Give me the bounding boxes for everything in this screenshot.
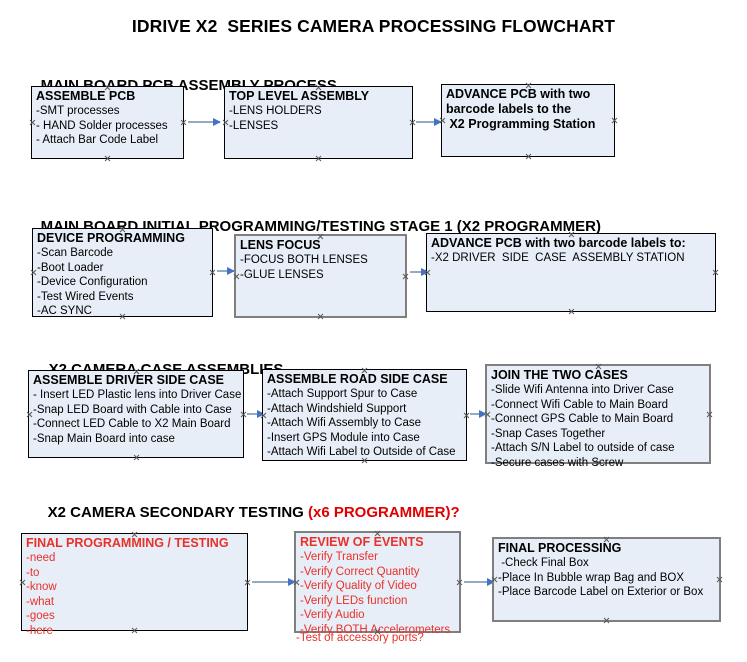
box-title: ADVANCE PCB with two barcode labels to: (431, 236, 686, 250)
box-line: -need (26, 552, 56, 564)
connection-handle-bottom (525, 153, 532, 160)
box-line: - Insert LED Plastic lens into Driver Ca… (33, 389, 242, 401)
box-line: -here (26, 624, 53, 637)
box-line: -Verify LEDs function (300, 594, 408, 607)
box-top-level-assembly[interactable]: TOP LEVEL ASSEMBLY -LENS HOLDERS -LENSES (224, 86, 413, 159)
box-line: -Verify Transfer (300, 551, 378, 563)
box-device-programming[interactable]: DEVICE PROGRAMMING -Scan Barcode -Boot L… (32, 228, 213, 317)
arrow-driver-case-to-road-case (247, 410, 265, 418)
box-line: -Scan Barcode (37, 247, 114, 259)
box-title: REVIEW OF EVENTS (300, 535, 424, 549)
box-review-of-events[interactable]: REVIEW OF EVENTS -Verify Transfer -Verif… (293, 531, 461, 636)
box-line: - Attach Bar Code Label (36, 134, 159, 146)
arrow-assemble-pcb-to-top-level (188, 118, 221, 126)
arrow-device-programming-to-lens-focus (217, 267, 235, 275)
connection-handle-left (222, 119, 229, 126)
box-line: -FOCUS BOTH LENSES (240, 254, 368, 266)
connection-handle-bottom (603, 617, 610, 624)
box-line: -Device Configuration (37, 276, 148, 288)
connection-handle-left (29, 119, 36, 126)
box-line: -Snap LED Board with Cable into Case (33, 403, 232, 416)
box-line: -what (26, 595, 55, 608)
box-assemble-driver-side-case[interactable]: ASSEMBLE DRIVER SIDE CASE - Insert LED P… (28, 370, 244, 458)
box-final-programming-testing[interactable]: FINAL PROGRAMMING / TESTING -need -to -k… (19, 533, 248, 637)
connection-handle-left (484, 411, 491, 418)
box-line: -Attach Windshield Support (267, 402, 407, 415)
box-line: -know (26, 581, 57, 593)
box-join-the-two-cases[interactable]: JOIN THE TWO CASES -Slide Wifi Antenna i… (484, 364, 711, 469)
box-title: ASSEMBLE DRIVER SIDE CASE (33, 373, 225, 387)
connection-handle-left (19, 579, 26, 586)
box-line: -Snap Cases Together (491, 427, 606, 440)
box-line: -Place In Bubble wrap Bag and BOX (498, 571, 685, 584)
box-line: -Attach Wifi Assembly to Case (267, 417, 422, 429)
box-line: -Connect Wifi Cable to Main Board (491, 398, 669, 411)
box-line: -Connect LED Cable to X2 Main Board (33, 418, 231, 430)
box-line: - HAND Solder processes (36, 119, 168, 132)
connection-handle-left (30, 269, 37, 276)
box-line: -goes (26, 610, 55, 622)
connection-handle-bottom (317, 313, 324, 320)
connection-handle-left (491, 576, 498, 583)
arrow-top-level-to-advance-pcb (416, 118, 442, 126)
box-title: DEVICE PROGRAMMING (37, 231, 185, 245)
connection-handle-bottom (315, 155, 322, 162)
page-title: IDRIVE X2 SERIES CAMERA PROCESSING FLOWC… (131, 16, 616, 36)
box-line: -Secure cases with Screw (491, 456, 624, 469)
arrow-final-programming-to-review-of-events (252, 578, 296, 586)
box-line: -LENS HOLDERS (229, 105, 322, 117)
box-title: ASSEMBLE PCB (36, 89, 136, 103)
box-line: -X2 DRIVER SIDE CASE ASSEMBLY STATION (431, 252, 685, 264)
box-line: barcode labels to the (446, 102, 572, 116)
connection-handle-left (293, 579, 300, 586)
arrow-review-of-events-to-final-processing (464, 578, 495, 586)
box-title: FINAL PROGRAMMING / TESTING (26, 536, 229, 550)
box-advance-pcb-programming-station[interactable]: ADVANCE PCB with two barcode labels to t… (441, 84, 615, 157)
section-heading-4: X2 CAMERA SECONDARY TESTING (x6 PROGRAMM… (31, 487, 460, 538)
connection-handle-bottom (104, 155, 111, 162)
box-line: -LENSES (229, 119, 279, 132)
box-title: ADVANCE PCB with two (446, 87, 591, 101)
box-line: -Place Barcode Label on Exterior or Box (498, 586, 704, 598)
section-heading-4-text: X2 CAMERA SECONDARY TESTING (47, 504, 308, 521)
arrow-road-case-to-join-cases (470, 410, 487, 418)
box-line: -Verify Quality of Video (300, 580, 417, 592)
box-advance-pcb-driver-side-station[interactable]: ADVANCE PCB with two barcode labels to: … (426, 233, 716, 312)
overflow-text-accessory-ports: -Test of accessory ports? (296, 632, 424, 644)
box-assemble-pcb[interactable]: ASSEMBLE PCB -SMT processes - HAND Solde… (31, 86, 184, 159)
connection-handle-right (712, 269, 719, 276)
box-line: -Attach S/N Label to outside of case (491, 442, 675, 454)
box-line: -Boot Loader (37, 261, 104, 274)
connection-handle-left (26, 411, 33, 418)
box-line: -Snap Main Board into case (33, 432, 175, 445)
box-line: -to (26, 566, 40, 579)
box-line: -Connect GPS Cable to Main Board (491, 413, 674, 425)
box-line: -Insert GPS Module into Case (267, 431, 420, 444)
connection-handle-left (233, 273, 240, 280)
connection-handle-bottom (133, 454, 140, 461)
box-line: -Verify Correct Quantity (300, 565, 420, 578)
box-line: -Test Wired Events (37, 290, 134, 303)
box-line: -Attach Wifi Label to Outside of Case (267, 446, 456, 458)
section-heading-4-red-text: (x6 PROGRAMMER)? (307, 504, 460, 521)
box-assemble-road-side-case[interactable]: ASSEMBLE ROAD SIDE CASE -Attach Support … (262, 369, 467, 461)
box-title: LENS FOCUS (240, 238, 321, 252)
box-line: -SMT processes (36, 105, 120, 117)
box-final-processing[interactable]: FINAL PROCESSING -Check Final Box -Place… (492, 537, 721, 622)
box-line: -Verify BOTH Accelerometers (300, 623, 451, 636)
arrow-lens-focus-to-advance-pcb (410, 268, 429, 276)
box-title: ASSEMBLE ROAD SIDE CASE (267, 372, 448, 386)
box-title: JOIN THE TWO CASES (491, 368, 628, 382)
box-line: -GLUE LENSES (240, 268, 324, 281)
box-line: X2 Programming Station (446, 117, 596, 131)
connection-handle-bottom (568, 308, 575, 315)
box-line: -Check Final Box (498, 557, 589, 569)
box-lens-focus[interactable]: LENS FOCUS -FOCUS BOTH LENSES -GLUE LENS… (234, 234, 407, 318)
box-line: -AC SYNC (37, 305, 92, 317)
box-title: FINAL PROCESSING (498, 541, 622, 555)
box-line: -Slide Wifi Antenna into Driver Case (491, 384, 674, 396)
box-line: -Attach Support Spur to Case (267, 388, 418, 400)
box-line: -Verify Audio (300, 609, 365, 621)
box-title: TOP LEVEL ASSEMBLY (229, 89, 370, 103)
